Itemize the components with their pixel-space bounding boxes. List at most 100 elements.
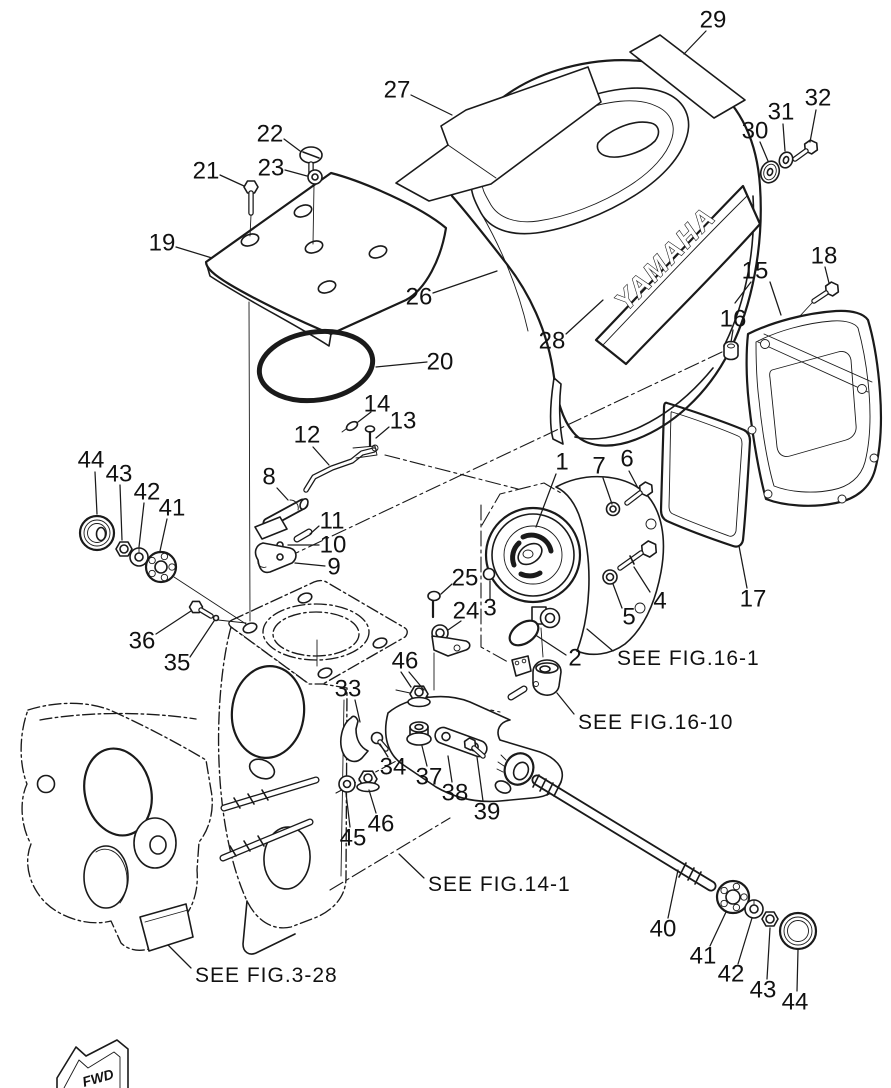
- leader-line-18: [824, 266, 830, 284]
- washer-42: [129, 547, 149, 567]
- see-fig-label: SEE FIG.3-28: [195, 964, 338, 987]
- screw-13: [364, 425, 376, 448]
- leader-line-32: [809, 109, 817, 143]
- leader-line-31: [782, 123, 786, 152]
- see-fig-leader: [167, 944, 192, 969]
- screw-25: [427, 590, 441, 619]
- leader-line-23: [284, 169, 308, 177]
- callout-label-36: 36: [129, 628, 156, 655]
- callout-label-32: 32: [805, 85, 832, 112]
- part-top-cover: [204, 146, 448, 347]
- see-fig-leader: [556, 692, 575, 715]
- steering-arm-assembly: [338, 685, 564, 803]
- leader-line-1: [535, 473, 557, 528]
- callout-label-26: 26: [406, 284, 433, 311]
- clamp-bracket: [20, 702, 213, 952]
- leader-line-41: [709, 911, 727, 947]
- see-fig-label: SEE FIG.16-1: [617, 647, 760, 670]
- leader-line-20: [375, 361, 428, 368]
- callout-label-28: 28: [539, 328, 566, 355]
- transom-studs: [219, 776, 320, 862]
- screw-39: [463, 737, 486, 759]
- callout-label-12: 12: [294, 422, 321, 449]
- callout-label-29: 29: [700, 7, 727, 34]
- part-o-ring: [256, 328, 376, 404]
- fig16-10-clamp: [507, 655, 562, 701]
- part-bottom-cowling: YAMAHA: [450, 59, 762, 447]
- callout-label-42: 42: [134, 479, 161, 506]
- callout-label-7: 7: [592, 453, 605, 480]
- callout-label-46: 46: [368, 811, 395, 838]
- lock-boss: [531, 606, 561, 658]
- leader-line-8: [276, 487, 289, 501]
- callout-label-14: 14: [364, 391, 391, 418]
- part-apron-panel: [395, 66, 602, 202]
- callout-label-43: 43: [750, 977, 777, 1004]
- callout-label-41: 41: [159, 495, 186, 522]
- flywheel-cover-assembly: [427, 475, 665, 701]
- nut-46-upper: [407, 685, 431, 708]
- callout-label-45: 45: [340, 825, 367, 852]
- leader-line-40: [667, 869, 679, 919]
- callout-label-43: 43: [106, 461, 133, 488]
- leader-line-43: [766, 927, 771, 980]
- callout-label-9: 9: [327, 554, 340, 581]
- callout-label-23: 23: [258, 155, 285, 182]
- callout-label-3: 3: [483, 595, 496, 622]
- callout-label-40: 40: [650, 916, 677, 943]
- callout-label-42: 42: [718, 961, 745, 988]
- recoil-cover-1: [484, 506, 582, 604]
- leader-line-46b: [408, 671, 425, 691]
- part-gasket: [659, 401, 752, 548]
- leader-line-27: [410, 94, 453, 116]
- callout-label-6: 6: [620, 446, 633, 473]
- callout-label-24: 24: [453, 598, 480, 625]
- leader-line-43: [119, 484, 123, 541]
- leader-line-35: [189, 620, 215, 658]
- washer-23: [307, 169, 323, 245]
- washer-5: [602, 569, 618, 585]
- callout-label-11: 11: [320, 508, 345, 535]
- leader-line-12: [312, 446, 330, 466]
- leader-line-6: [628, 470, 639, 489]
- callout-label-38: 38: [442, 780, 469, 807]
- bolt-18: [798, 281, 840, 318]
- leader-line-39: [476, 756, 484, 802]
- oring-3: [482, 567, 496, 581]
- callout-label-2: 2: [568, 645, 581, 672]
- bolt-32: [792, 139, 819, 162]
- see-fig-leader: [398, 853, 425, 879]
- leader-line-24: [447, 620, 462, 631]
- bracket-24: [431, 624, 471, 691]
- leader-line-46: [400, 671, 412, 688]
- part-graphic-decal: [629, 34, 746, 119]
- leader-line-44: [796, 949, 799, 992]
- leader-line-15b: [734, 281, 752, 304]
- callout-label-16: 16: [720, 306, 747, 333]
- callout-label-17: 17: [740, 586, 767, 613]
- bracket-9: [254, 542, 297, 574]
- leader-line-42: [737, 917, 753, 965]
- callout-label-18: 18: [811, 243, 838, 270]
- callout-label-41: 41: [690, 943, 717, 970]
- callout-label-4: 4: [653, 588, 666, 615]
- fwd-label: FWD: [80, 1066, 115, 1088]
- cap-44-lower: [778, 911, 818, 951]
- leader-line-37: [421, 745, 428, 767]
- part-lever-group: [254, 498, 313, 574]
- leader-line-22: [283, 138, 301, 152]
- bearing-41: [144, 550, 178, 584]
- callout-label-30: 30: [742, 118, 769, 145]
- callout-label-25: 25: [452, 565, 479, 592]
- callout-label-34: 34: [380, 754, 407, 781]
- pin-35: [212, 614, 247, 624]
- callout-label-35: 35: [164, 650, 191, 677]
- leader-line-42: [138, 502, 145, 548]
- leader-line-5: [612, 583, 623, 609]
- callout-label-8: 8: [262, 464, 275, 491]
- bolt-36: [188, 600, 214, 619]
- left-shaft-parts: [78, 514, 247, 624]
- leader-line-45: [345, 792, 351, 828]
